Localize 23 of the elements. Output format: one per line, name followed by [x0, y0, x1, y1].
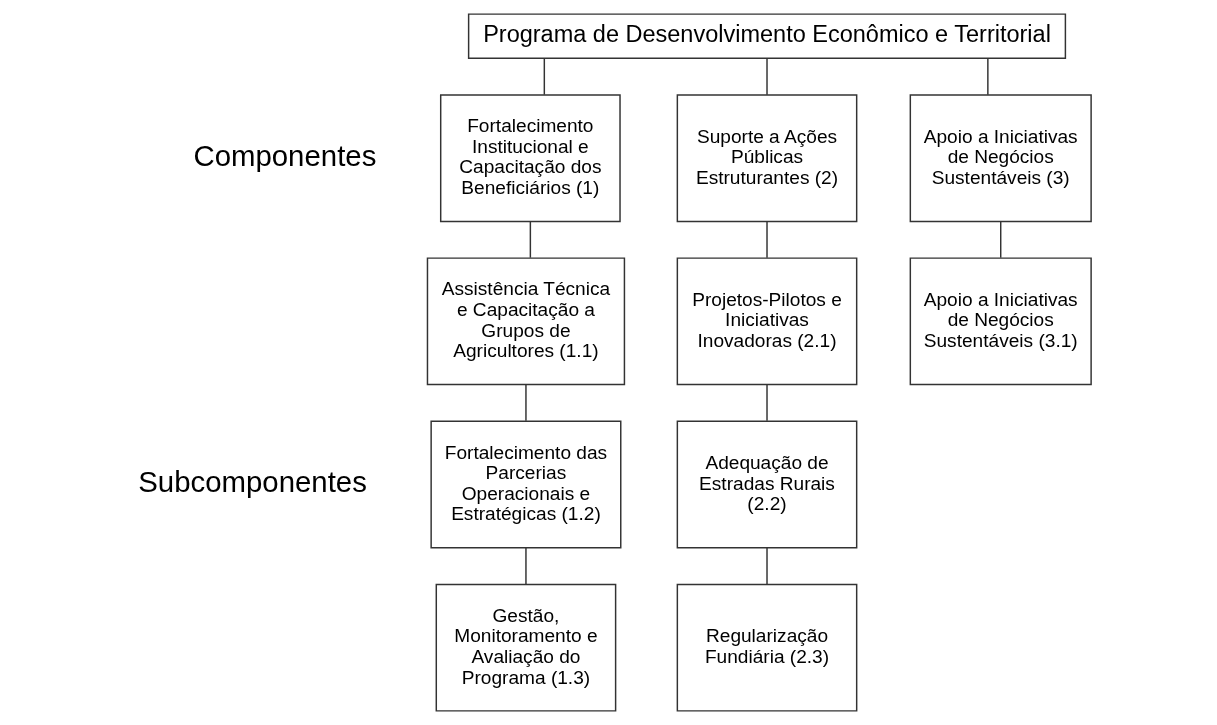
node-box: Fortalecimento Institucional e Capacitação dos Beneficiários (1) — [439, 94, 621, 223]
node-box: Assistência Técnica e Capacitação a Grupos de Agricultores (1.1) — [426, 257, 625, 386]
label: Subcomponentes — [137, 464, 367, 498]
connector — [765, 57, 768, 96]
node-box: Regularização Fundiária (2.3) — [676, 583, 857, 712]
node-box: Programa de Desenvolvimento Econômico e Territorial — [467, 13, 1066, 59]
node-box: Apoio a Iniciativas de Negócios Sustentáveis (3.1) — [909, 257, 1092, 386]
node-box: Fortalecimento das Parcerias Operacionais e Estratégicas (1.2) — [429, 420, 621, 549]
connector — [999, 221, 1001, 259]
connector — [543, 57, 545, 96]
node-box: Gestão, Monitoramento e Avaliação do Programa (1.3) — [435, 583, 616, 712]
connector — [765, 221, 768, 259]
node-box: Adequação de Estradas Rurais (2.2) — [676, 420, 857, 549]
connector — [524, 384, 527, 422]
connector — [986, 57, 989, 96]
node-box: Projetos-Pilotos e Iniciativas Inovadoras (2.1) — [676, 257, 857, 386]
node-box: Suporte a Ações Públicas Estruturantes (2) — [676, 94, 857, 223]
connector — [529, 221, 531, 259]
connector — [765, 384, 768, 422]
node-box: Apoio a Iniciativas de Negócios Sustentáveis (3) — [909, 94, 1092, 223]
connector — [765, 547, 768, 585]
label: Componentes — [192, 138, 376, 172]
connector — [524, 547, 527, 585]
